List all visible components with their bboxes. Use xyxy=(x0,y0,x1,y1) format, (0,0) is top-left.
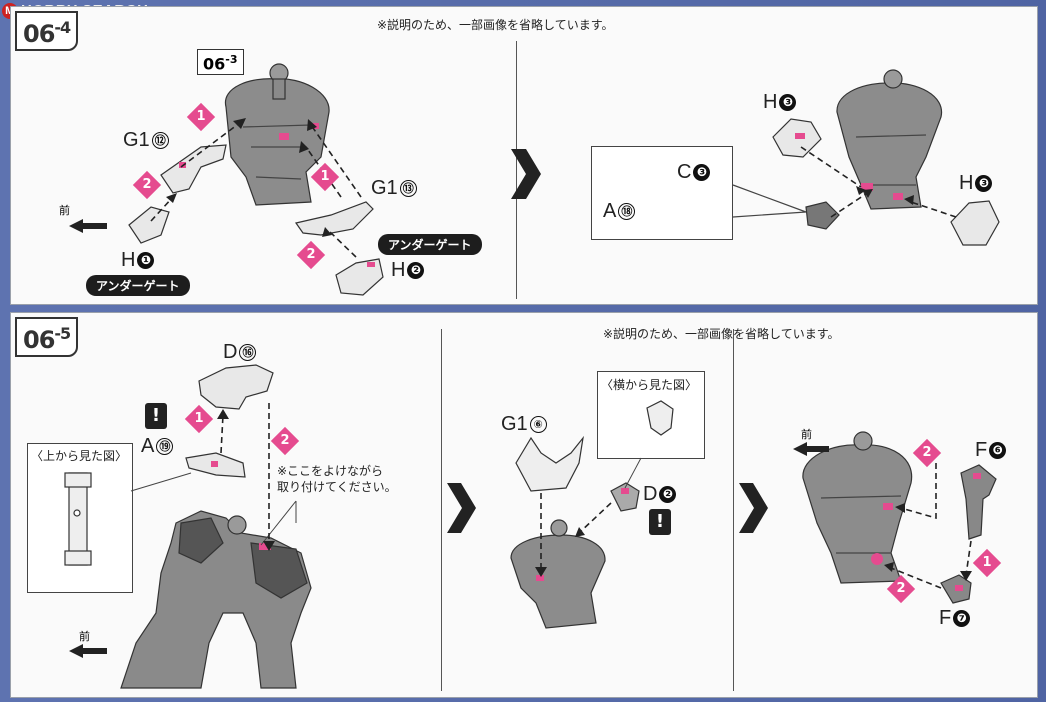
step-number: 06-4 xyxy=(15,11,79,51)
front-arrow-right xyxy=(793,442,829,456)
panel-divider xyxy=(516,41,517,299)
front-label: 前 xyxy=(59,204,70,217)
warning-icon: ! xyxy=(145,403,167,429)
part-g1-6 xyxy=(515,435,584,492)
next-chevron xyxy=(739,483,768,533)
part-h2 xyxy=(335,258,384,296)
top-panel-drawing xyxy=(69,63,1000,296)
order-marker: 2 xyxy=(132,170,162,200)
order-marker: 1 xyxy=(186,102,216,132)
torso-part-right xyxy=(836,69,943,210)
part-c3-assembled xyxy=(805,201,840,230)
top-view-caption: 〈上から見た図〉 xyxy=(31,449,128,463)
side-view-part xyxy=(646,400,674,436)
order-marker: 1 xyxy=(310,162,340,192)
reference-step: 06-3 xyxy=(197,49,244,76)
torso-part-middle xyxy=(510,519,606,629)
order-marker: 2 xyxy=(296,240,326,270)
under-gate-pill: アンダーゲート xyxy=(378,234,482,255)
part-h3-right xyxy=(950,200,1000,246)
part-h1 xyxy=(128,206,170,244)
bottom-panel-drawing xyxy=(64,364,997,689)
order-marker: 2 xyxy=(270,426,300,456)
step-06-4-panel: 06-4 ※説明のため、一部画像を省略しています。 xyxy=(10,6,1038,305)
front-arrow xyxy=(69,219,107,233)
part-d16 xyxy=(198,364,274,410)
order-marker: 1 xyxy=(184,404,214,434)
order-marker: 2 xyxy=(886,574,916,604)
next-chevron xyxy=(447,483,476,533)
assembly-arrows xyxy=(150,121,362,258)
part-g1-13 xyxy=(294,201,374,236)
order-marker: 1 xyxy=(972,548,1002,578)
under-gate-pill: アンダーゲート xyxy=(86,275,190,296)
omission-note: ※説明のため、一部画像を省略しています。 xyxy=(377,18,614,32)
step-number: 06-5 xyxy=(15,317,79,357)
side-view-caption: 〈横から見た図〉 xyxy=(601,378,698,392)
step-06-5-panel: 06-5 ※説明のため、一部画像を省略しています。 〈上から見た図〉 〈横から見… xyxy=(10,312,1038,698)
part-d2 xyxy=(610,482,640,512)
front-label-right: 前 xyxy=(801,428,812,441)
torso-part xyxy=(224,63,330,206)
top-view-part xyxy=(64,472,92,566)
detail-inset xyxy=(591,146,733,240)
front-label: 前 xyxy=(79,630,90,643)
assembly-arrows xyxy=(220,403,270,545)
torso-part-final xyxy=(802,431,913,584)
part-g1-12 xyxy=(160,144,227,194)
next-chevron xyxy=(511,149,541,199)
warning-icon: ! xyxy=(649,509,671,535)
panel-divider xyxy=(733,329,734,691)
body-assembly xyxy=(120,510,312,689)
order-marker: 2 xyxy=(912,438,942,468)
omission-note: ※説明のため、一部画像を省略しています。 xyxy=(603,327,840,341)
panel-divider xyxy=(441,329,442,691)
avoid-note: ※ここをよけながら取り付けてください。 xyxy=(277,464,397,494)
front-arrow xyxy=(69,644,107,658)
part-f6 xyxy=(960,464,997,540)
